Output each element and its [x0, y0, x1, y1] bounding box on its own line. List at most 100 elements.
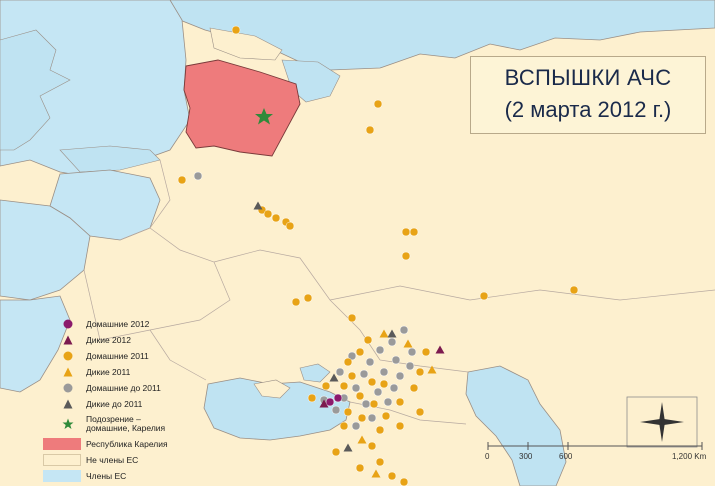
marker-domestic-2011: [343, 357, 353, 367]
marker-wild-2011: [371, 469, 381, 478]
marker-wild-2012: [319, 399, 329, 408]
eu-swatch: [43, 470, 81, 482]
marker-domestic-2011: [271, 213, 281, 223]
marker-domestic-2011: [263, 209, 273, 219]
eu-central: [0, 295, 71, 393]
map-date: (2 марта 2012 г.): [504, 97, 672, 122]
marker-domestic-before-2011: [367, 413, 377, 423]
marker-domestic-2011: [401, 251, 411, 261]
scale-tick-0: 0: [485, 452, 490, 461]
marker-domestic-2011: [339, 381, 349, 391]
legend-item-wild-2012: Дикие 2012: [50, 332, 220, 348]
map-title-box: ВСПЫШКИ АЧС (2 марта 2012 г.): [470, 56, 706, 134]
scale-line: [487, 442, 703, 450]
kola-peninsula: [209, 27, 283, 61]
scale-tick-600: 600: [559, 452, 573, 461]
star-icon: [62, 418, 74, 429]
marker-domestic-before-2011: [351, 383, 361, 393]
marker-domestic-2012: [333, 393, 343, 403]
marker-domestic-2011: [395, 397, 405, 407]
scale-tick-300: 300: [519, 452, 533, 461]
marker-domestic-before-2011: [407, 347, 417, 357]
marker-domestic-before-2011: [391, 355, 401, 365]
marker-domestic-2011: [291, 297, 301, 307]
marker-wild-before-2011: [329, 373, 339, 382]
marker-domestic-before-2011: [387, 337, 397, 347]
north-arrow: [626, 396, 698, 448]
suspected-outbreak-star: [255, 108, 273, 125]
legend: Домашние 2012 Дикие 2012 Домашние 2011 Д…: [43, 316, 220, 484]
marker-domestic-before-2011: [193, 171, 203, 181]
marker-domestic-2011: [415, 407, 425, 417]
karelia-region: [183, 59, 301, 157]
legend-area-eu: Члены ЕС: [38, 468, 220, 484]
circle-icon: [63, 319, 73, 329]
marker-domestic-2011: [409, 227, 419, 237]
marker-domestic-before-2011: [347, 351, 357, 361]
triangle-icon: [63, 399, 73, 409]
marker-wild-2012: [435, 345, 445, 354]
marker-wild-2011: [379, 329, 389, 338]
marker-domestic-2011: [307, 393, 317, 403]
marker-domestic-2011: [365, 125, 375, 135]
marker-domestic-before-2011: [359, 369, 369, 379]
marker-domestic-2011: [381, 411, 391, 421]
marker-domestic-2011: [355, 347, 365, 357]
marker-domestic-2011: [343, 407, 353, 417]
marker-domestic-2011: [421, 347, 431, 357]
marker-domestic-before-2011: [373, 387, 383, 397]
marker-wild-2011: [357, 435, 367, 444]
marker-domestic-before-2011: [351, 421, 361, 431]
marker-domestic-before-2011: [395, 371, 405, 381]
marker-domestic-before-2011: [379, 367, 389, 377]
baltic-sea: [0, 29, 71, 151]
marker-domestic-2011: [415, 367, 425, 377]
caspian-sea: [465, 365, 567, 486]
marker-domestic-before-2011: [361, 399, 371, 409]
triangle-icon: [63, 335, 73, 345]
marker-domestic-2011: [367, 441, 377, 451]
legend-item-domestic-before-2011: Домашние до 2011: [50, 380, 220, 396]
marker-domestic-2011: [339, 421, 349, 431]
marker-wild-before-2011: [387, 329, 397, 338]
marker-domestic-2011: [409, 383, 419, 393]
marker-domestic-before-2011: [335, 367, 345, 377]
circle-icon: [63, 351, 73, 361]
legend-area-non-eu: Не члены ЕС: [38, 452, 220, 468]
marker-domestic-before-2011: [365, 357, 375, 367]
marker-domestic-2012: [325, 397, 335, 407]
marker-domestic-2011: [373, 99, 383, 109]
compass-icon: [626, 396, 698, 448]
marker-domestic-2011: [331, 447, 341, 457]
marker-domestic-2011: [347, 313, 357, 323]
marker-wild-2011: [427, 365, 437, 374]
legend-item-suspected-karelia: Подозрение – домашние, Карелия: [50, 412, 220, 436]
marker-domestic-before-2011: [405, 361, 415, 371]
marker-domestic-2011: [363, 335, 373, 345]
non-eu-swatch: [43, 454, 81, 466]
sea-of-azov: [299, 363, 331, 383]
marker-domestic-2011: [321, 381, 331, 391]
marker-domestic-2011: [231, 25, 241, 35]
marker-wild-before-2011: [253, 201, 263, 210]
marker-domestic-2011: [355, 463, 365, 473]
karelia-swatch: [43, 438, 81, 450]
scale-bar: 0 300 600 1,200 Km: [476, 440, 715, 486]
marker-domestic-2011: [357, 413, 367, 423]
marker-domestic-2011: [367, 377, 377, 387]
marker-domestic-2011: [395, 421, 405, 431]
marker-domestic-2011: [399, 477, 409, 486]
marker-domestic-before-2011: [399, 325, 409, 335]
marker-domestic-2011: [285, 221, 295, 231]
triangle-icon: [63, 367, 73, 377]
marker-domestic-before-2011: [331, 405, 341, 415]
marker-domestic-2011: [569, 285, 579, 295]
marker-domestic-2011: [369, 399, 379, 409]
marker-domestic-2011: [401, 227, 411, 237]
legend-item-domestic-2011: Домашние 2011: [50, 348, 220, 364]
legend-area-karelia: Республика Карелия: [38, 436, 220, 452]
marker-domestic-2011: [177, 175, 187, 185]
legend-item-wild-2011: Дикие 2011: [50, 364, 220, 380]
marker-domestic-2011: [387, 471, 397, 481]
